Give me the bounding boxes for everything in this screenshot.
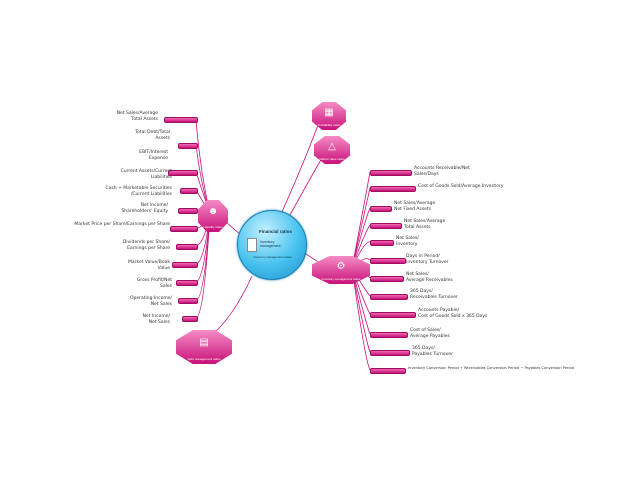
right-node-text: Net Sales/ Inventory: [396, 236, 419, 247]
right-tag-9[interactable]: [370, 332, 408, 338]
right-tag-11[interactable]: [370, 368, 406, 374]
document-icon: [247, 238, 257, 252]
right-tag-2[interactable]: [370, 206, 392, 212]
right-node-text: Cost of Goods Sold/Average Inventory: [418, 184, 504, 189]
connector-top-2: [289, 157, 323, 216]
left-tag-6[interactable]: [176, 244, 198, 250]
right-tag-4[interactable]: [370, 240, 394, 246]
left-node-text: Gross Profit/Net Sales: [136, 278, 172, 289]
left-node-text: Dividends per Share/ Earnings per Share: [122, 240, 170, 251]
books-icon: ▦: [324, 106, 334, 118]
left-tag-0[interactable]: [164, 117, 198, 123]
topic-inventory-management[interactable]: ⚙ Inventory management ratios: [312, 256, 370, 284]
left-node-text: Operating Income/ Net Sales: [129, 296, 172, 307]
left-tag-1[interactable]: [178, 143, 198, 149]
right-tag-5[interactable]: [370, 258, 406, 264]
topic-market-value[interactable]: △ Market value ratios: [314, 136, 350, 164]
left-node-text: Net Sales/Average Total Assets: [116, 111, 158, 122]
left-node-text: EBIT/Interest Expense: [139, 150, 168, 161]
right-node-text: Accounts Receivable/Net Sales/Days: [414, 166, 470, 177]
left-tag-3[interactable]: [180, 188, 198, 194]
left-node-text: Net Income/ Shareholders' Equity: [121, 203, 168, 214]
right-node-text: 365 Days/ Receivables Turnover: [410, 289, 458, 300]
right-node-text: Inventory Conversion Period + Receivable…: [408, 366, 574, 370]
gear-icon: ⚙: [336, 260, 346, 272]
left-node-text: Market Price per Share/Earnings per Shar…: [74, 222, 170, 227]
central-topic-title: Financial ratios: [259, 229, 293, 234]
left-node-text: Cash + Marketable Securities /Current Li…: [105, 186, 172, 197]
topic-label: Market value ratios: [319, 157, 345, 161]
right-node-text: Net Sales/Average Net Fixed Assets: [394, 201, 436, 212]
right-node-text: Net Sales/ Average Receivables: [406, 272, 453, 283]
topic-label: Inventory management ratios: [321, 277, 361, 281]
right-node-text: Net Sales/Average Total Assets: [404, 219, 446, 230]
right-node-text: 365 Days/ Payables Turnover: [412, 346, 453, 357]
left-tag-7[interactable]: [172, 262, 198, 268]
left-tag-5[interactable]: [170, 226, 198, 232]
topic-label: Liquidity ratios: [203, 225, 223, 229]
right-tag-8[interactable]: [370, 312, 416, 318]
topic-profitability[interactable]: ▦ Profitability ratios: [312, 102, 346, 130]
topic-liquidity[interactable]: ☻ Liquidity ratios: [198, 200, 228, 232]
right-node-text: Days in Period/ Inventory Turnover: [406, 254, 449, 265]
left-tag-10[interactable]: [182, 316, 198, 322]
left-tag-8[interactable]: [176, 280, 198, 286]
left-tag-4[interactable]: [178, 208, 198, 214]
topic-debt-management[interactable]: ▤ Debt management ratios: [176, 330, 232, 364]
connector-top-1: [281, 124, 319, 213]
right-node-text: Cost of Sales/ Average Payables: [410, 328, 450, 339]
topic-label: Debt management ratios: [187, 357, 221, 361]
right-tag-7[interactable]: [370, 294, 408, 300]
people-icon: ☻: [207, 206, 219, 218]
right-node-text: Accounts Payable/ Cost of Goods Sold x 3…: [418, 308, 488, 319]
left-node-text: Current Assets/Current Liabilities: [120, 169, 172, 180]
central-topic[interactable]: Financial ratios Inventory management In…: [237, 210, 307, 280]
central-topic-subtitle: Inventory management: [260, 240, 281, 248]
left-node-text: Market Value/Book Value: [128, 260, 170, 271]
right-tag-6[interactable]: [370, 276, 404, 282]
calculator-icon: ▤: [199, 336, 209, 348]
left-tag-2[interactable]: [168, 170, 198, 176]
chart-icon: △: [328, 140, 336, 152]
left-node-text: Total Debt/Total Assets: [135, 130, 170, 141]
topic-label: Profitability ratios: [317, 123, 341, 127]
right-tag-3[interactable]: [370, 223, 402, 229]
right-tag-1[interactable]: [370, 186, 416, 192]
central-topic-caption: Inventory management ratios: [253, 255, 292, 259]
left-node-text: Net Income/ Net Sales: [142, 314, 170, 325]
connector-bottom: [207, 275, 253, 339]
right-tag-0[interactable]: [370, 170, 412, 176]
left-tag-9[interactable]: [178, 298, 198, 304]
right-tag-10[interactable]: [370, 350, 410, 356]
